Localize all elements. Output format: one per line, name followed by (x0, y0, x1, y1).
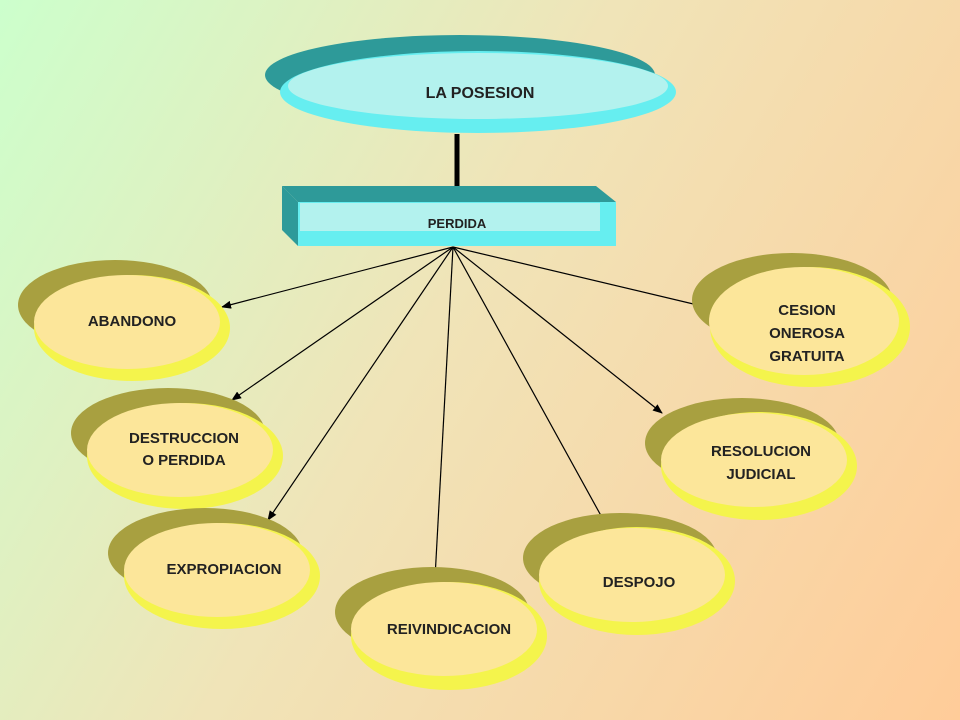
node-label-line2: O PERDIDA (142, 452, 226, 469)
arrow-to-cesion (452, 246, 707, 309)
node-reivindicacion: REIVINDICACION (335, 567, 547, 690)
node-front-shape (351, 582, 537, 676)
node-label-line1: RESOLUCION (711, 443, 811, 460)
arrows (221, 246, 707, 579)
perdida-bar-side-face (282, 186, 298, 246)
node-front-shape (539, 528, 725, 622)
node-front-shape (34, 275, 220, 369)
node-label-line3: GRATUITA (769, 348, 844, 365)
top-node-la-posesion: LA POSESION (265, 35, 676, 133)
node-label: REIVINDICACION (387, 621, 511, 638)
perdida-label: PERDIDA (428, 216, 487, 231)
node-label-line2: JUDICIAL (726, 466, 795, 483)
top-node-front-shape (288, 53, 668, 119)
perdida-bar-top-face (282, 186, 616, 202)
node-front-shape (709, 267, 899, 375)
node-front-shape (87, 403, 273, 497)
node-label-line1: DESTRUCCION (129, 430, 239, 447)
perdida-node: PERDIDA (282, 186, 616, 246)
node-front-shape (124, 523, 310, 617)
arrow-to-expropiacion (267, 246, 454, 521)
node-label-line2: ONEROSA (769, 325, 845, 342)
arrow-to-abandono (221, 246, 454, 309)
node-resolucion-judicial: RESOLUCION JUDICIAL (645, 398, 857, 520)
arrow-to-reivindicacion (431, 246, 454, 579)
arrow-to-destruccion (231, 246, 454, 401)
node-label: EXPROPIACION (166, 561, 281, 578)
top-node-label: LA POSESION (426, 85, 535, 102)
node-expropiacion: EXPROPIACION (108, 508, 320, 629)
node-cesion-onerosa-gratuita: CESION ONEROSA GRATUITA (692, 253, 910, 387)
node-abandono: ABANDONO (18, 260, 230, 381)
node-despojo: DESPOJO (523, 513, 735, 635)
node-destruccion-o-perdida: DESTRUCCION O PERDIDA (71, 388, 283, 509)
perdida-bar-highlight (300, 203, 600, 231)
arrow-to-resolucion (452, 246, 663, 414)
node-label: DESPOJO (603, 574, 676, 591)
node-label: ABANDONO (88, 313, 177, 330)
arrow-to-despojo (452, 246, 611, 533)
node-front-shape (661, 413, 847, 507)
node-label-line1: CESION (778, 302, 836, 319)
